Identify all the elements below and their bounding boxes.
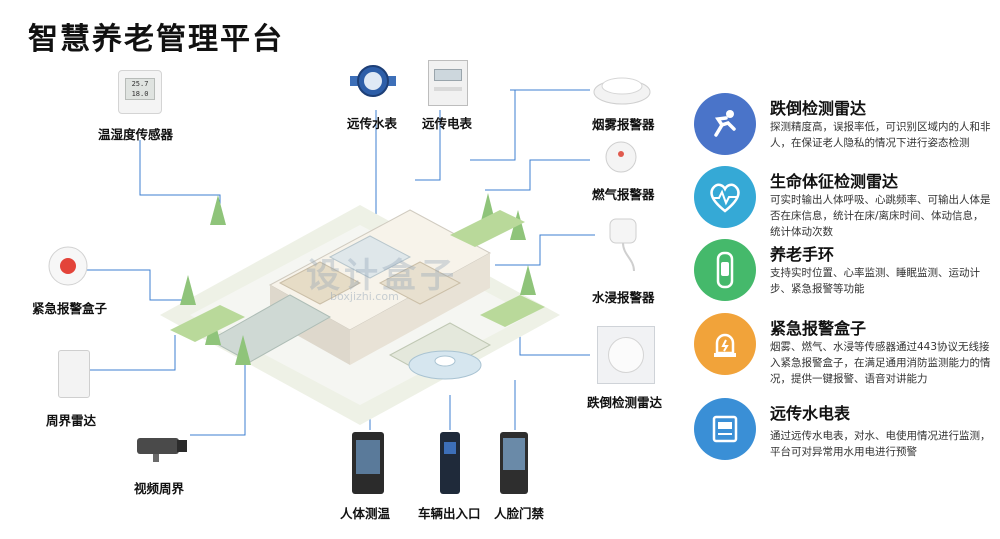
feature-fall-radar: 跌倒检测雷达 探测精度高，误报率低，可识别区域内的人和非人，在保证老人隐私的情况… — [694, 93, 994, 163]
feature-desc: 通过远传水电表，对水、电使用情况进行监测， 平台可对异常用水用电进行预警 — [770, 430, 991, 458]
label-flood-alarm: 水浸报警器 — [592, 290, 655, 305]
feature-desc: 探测精度高，误报率低，可识别区域内的人和非人，在保证老人隐私的情况下进行姿态检测 — [770, 121, 991, 149]
body-temp-terminal-image — [352, 432, 384, 494]
flood-alarm-image — [609, 218, 637, 272]
label-body-temp: 人体测温 — [340, 506, 391, 521]
watermark-url: boxjizhi.com — [330, 290, 399, 303]
gas-alarm-image — [605, 141, 637, 173]
face-access-image — [500, 432, 528, 494]
connector-lines — [85, 89, 595, 436]
label-face-access: 人脸门禁 — [494, 506, 545, 521]
label-temp-humidity: 温湿度传感器 — [98, 127, 174, 142]
video-camera-image — [137, 438, 187, 462]
label-fall-radar: 跌倒检测雷达 — [587, 395, 663, 410]
feature-title: 生命体征检测雷达 — [770, 172, 899, 191]
feature-emergency-box: 紧急报警盒子 烟雾、燃气、水浸等传感器通过443协议无线接入紧急报警盒子，在满足… — [694, 313, 994, 389]
label-perimeter-radar: 周界雷达 — [46, 413, 97, 428]
page-title: 智慧养老管理平台 — [28, 22, 284, 57]
vehicle-gate-image — [440, 432, 460, 494]
heartbeat-icon — [694, 166, 756, 228]
feature-title: 养老手环 — [770, 245, 835, 264]
electric-meter-image — [428, 60, 468, 106]
fall-person-icon — [694, 93, 756, 155]
feature-title: 紧急报警盒子 — [770, 319, 867, 338]
perimeter-radar-image — [58, 350, 90, 398]
system-diagram: 设计盒子 boxjizhi.com 25.7 18.0 温湿度传感器 远传水表 … — [32, 60, 663, 521]
feature-vital-radar: 生命体征检测雷达 可实时输出人体呼吸、心跳频率、可输出人体是否在床信息，统计在床… — [694, 166, 994, 238]
label-vehicle-gate: 车辆出入口 — [418, 506, 481, 521]
building-illustration — [160, 193, 560, 425]
water-meter-image — [350, 65, 396, 97]
label-gas-alarm: 燃气报警器 — [592, 187, 655, 202]
label-video-perimeter: 视频周界 — [134, 481, 185, 496]
emergency-box-image — [48, 246, 88, 286]
sensor-temp-readout: 25.7 — [131, 80, 149, 88]
wristband-icon — [694, 239, 756, 301]
feature-desc: 烟雾、燃气、水浸等传感器通过443协议无线接入紧急报警盒子，在满足通用消防监测能… — [770, 341, 991, 385]
smoke-alarm-image — [593, 77, 651, 105]
meter-icon — [694, 398, 756, 460]
watermark: 设计盒子 — [306, 256, 458, 296]
alarm-light-icon — [694, 313, 756, 375]
label-smoke-alarm: 烟雾报警器 — [592, 117, 655, 132]
fall-radar-image — [597, 326, 655, 384]
label-electric-meter: 远传电表 — [422, 116, 473, 131]
feature-wristband: 养老手环 支持实时位置、心率监测、睡眠监测、运动计步、紧急报警等功能 — [694, 239, 994, 309]
feature-desc: 支持实时位置、心率监测、睡眠监测、运动计步、紧急报警等功能 — [770, 267, 980, 295]
feature-title: 跌倒检测雷达 — [770, 99, 867, 118]
label-emergency-box: 紧急报警盒子 — [32, 301, 108, 316]
temp-humidity-sensor-image: 25.7 18.0 — [118, 70, 162, 114]
sensor-humidity-readout: 18.0 — [131, 90, 149, 98]
label-water-meter: 远传水表 — [347, 116, 398, 131]
feature-title: 远传水电表 — [770, 404, 851, 423]
feature-desc: 可实时输出人体呼吸、心跳频率、可输出人体是否在床信息，统计在床/离床时间、体动信… — [770, 194, 991, 238]
feature-remote-meter: 远传水电表 通过远传水电表，对水、电使用情况进行监测， 平台可对异常用水用电进行… — [694, 398, 994, 468]
